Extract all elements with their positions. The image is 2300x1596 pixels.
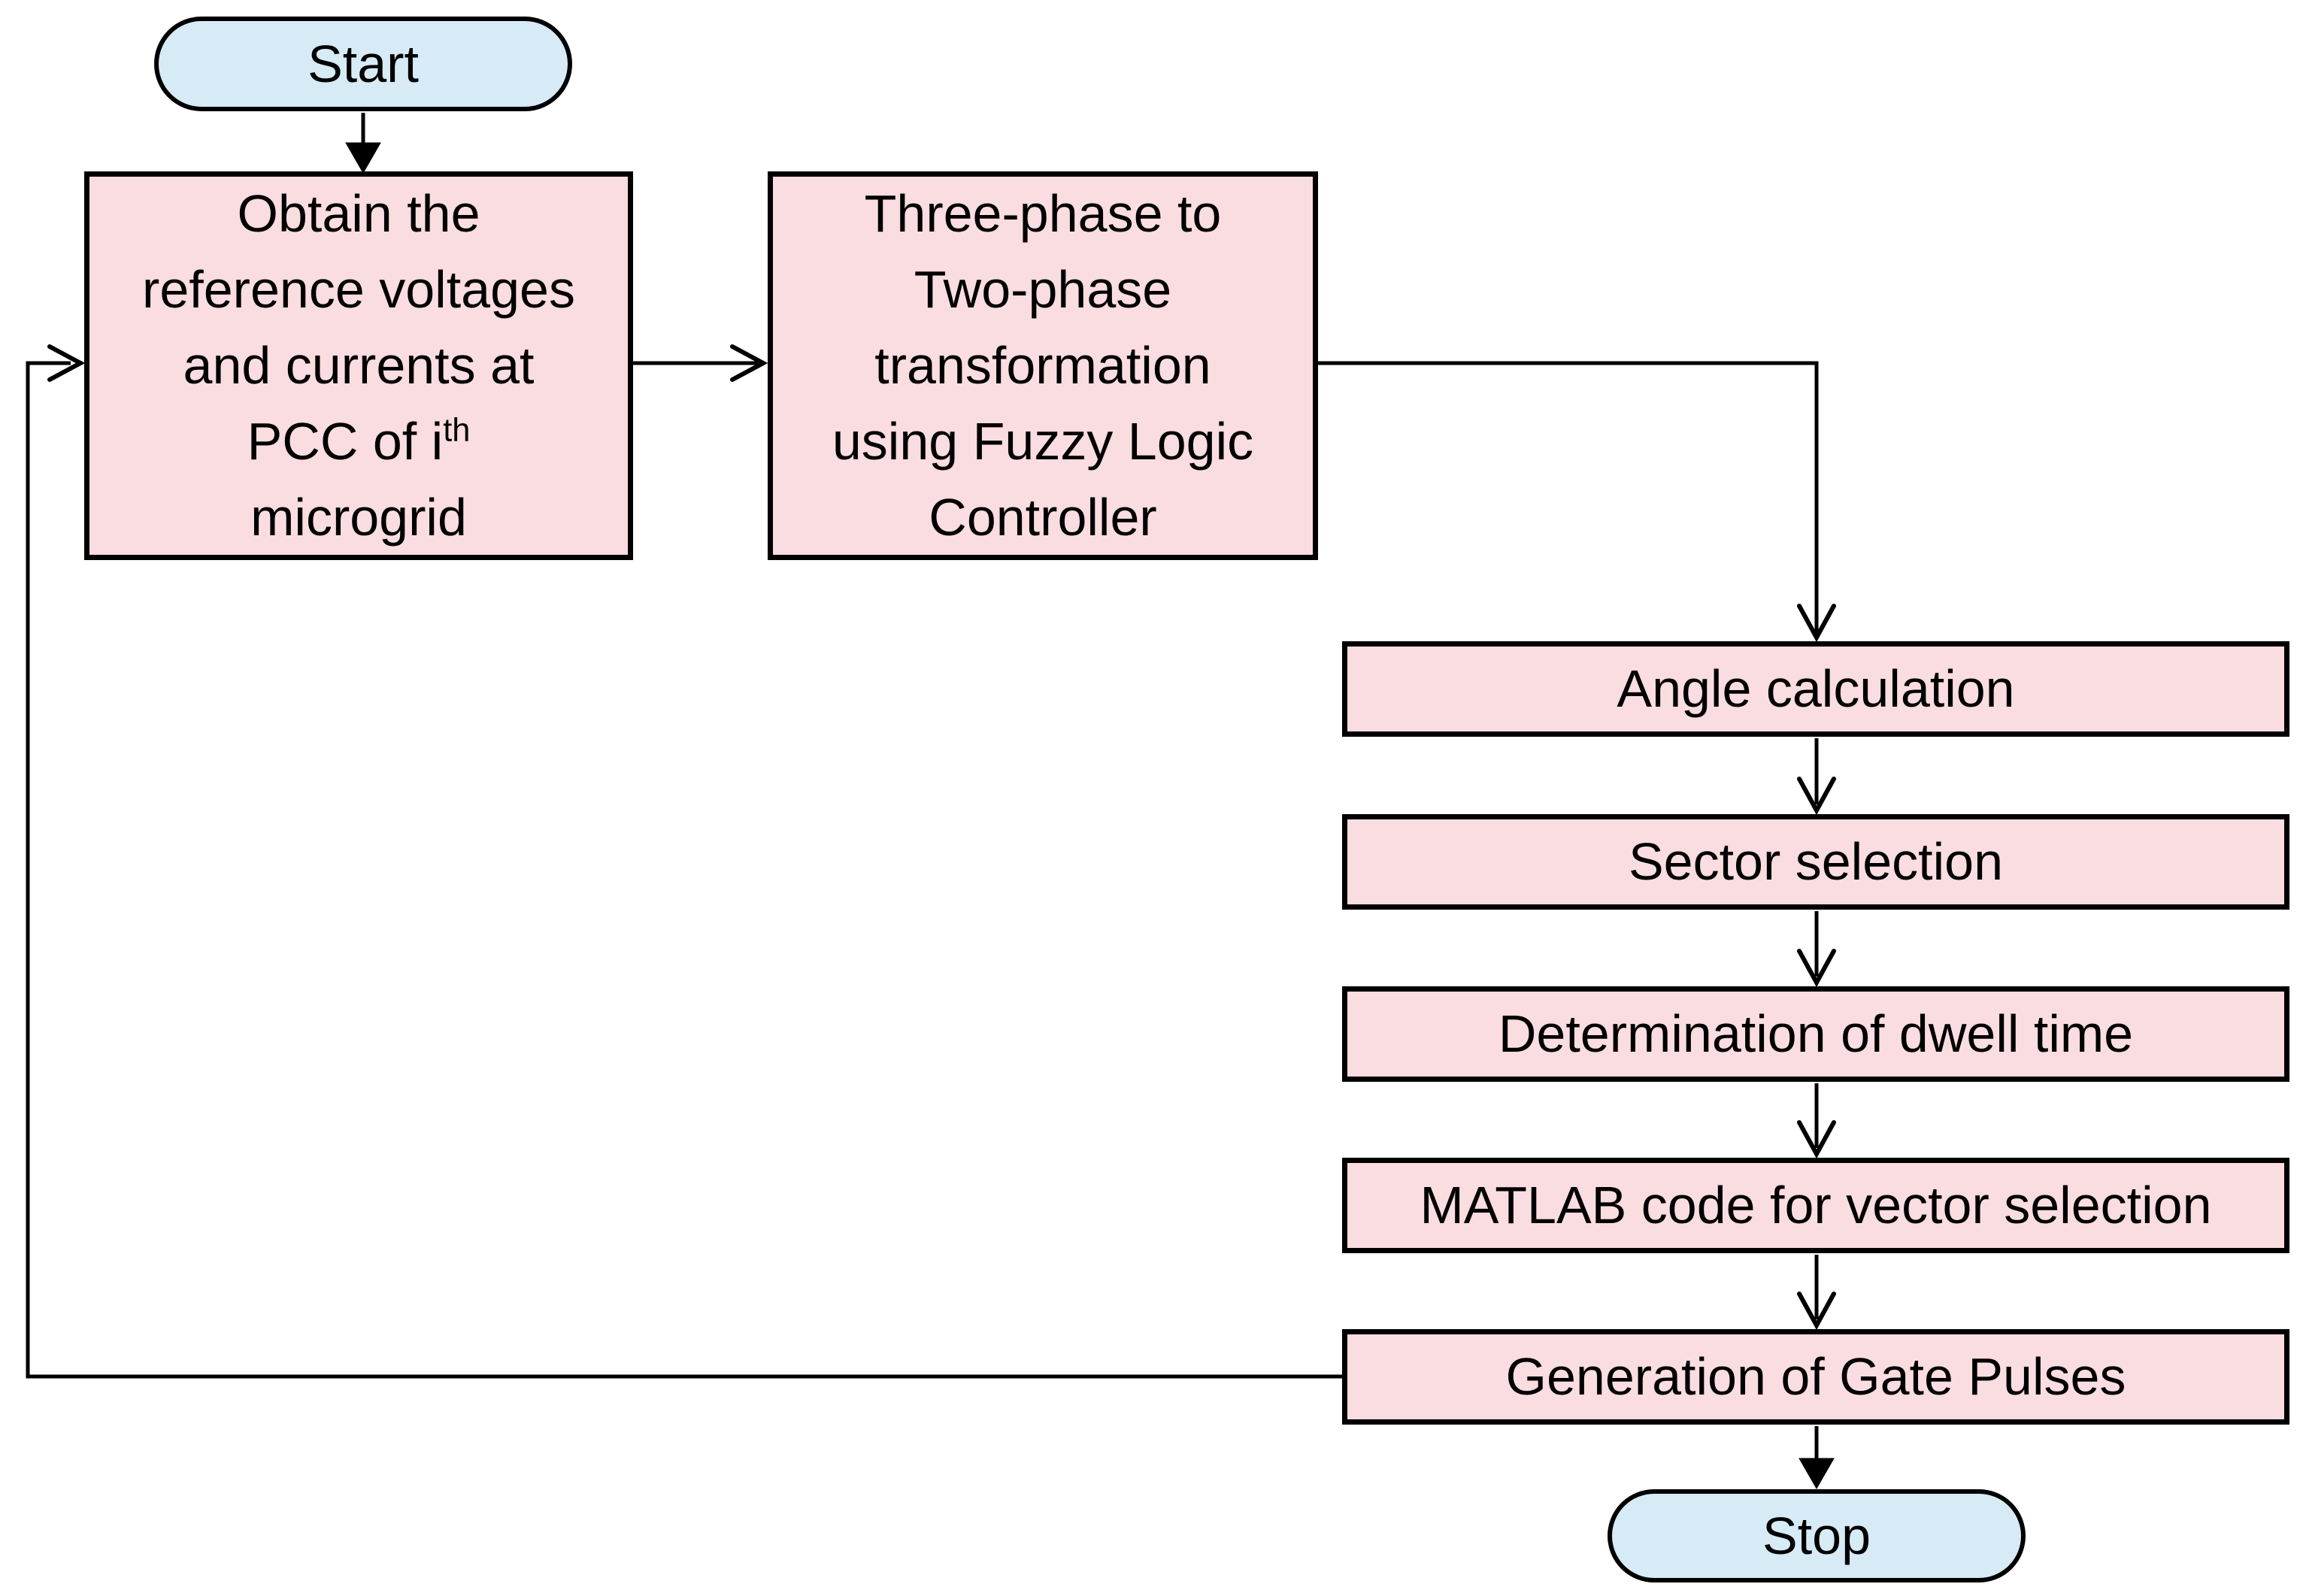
- obtain-line-4-superscript: th: [443, 412, 471, 449]
- obtain-line-2: reference voltages: [142, 260, 575, 319]
- stop-label: Stop: [1762, 1506, 1871, 1565]
- arrow-gate-to-obtain-feedback-head: [47, 344, 86, 382]
- arrow-dwell-to-matlab-head: [1797, 1120, 1836, 1159]
- sector-label: Sector selection: [1628, 832, 2004, 891]
- phase-transformation-process: Three-phase to Two-phase transformation …: [768, 171, 1318, 560]
- arrow-transform-to-angle-head: [1797, 604, 1836, 643]
- arrow-start-to-obtain-head: [345, 142, 381, 174]
- arrow-matlab-to-gate-head: [1797, 1292, 1836, 1331]
- obtain-line-1: Obtain the: [237, 184, 480, 243]
- arrow-transform-to-angle-stem: [1318, 361, 1819, 634]
- start-terminal: Start: [154, 17, 572, 111]
- obtain-line-4-text: PCC of i: [247, 412, 444, 471]
- angle-label: Angle calculation: [1617, 659, 2015, 718]
- arrow-gate-to-obtain-feedback-stem: [26, 361, 1342, 1379]
- gate-label: Generation of Gate Pulses: [1505, 1347, 2126, 1406]
- obtain-line-5: microgrid: [250, 488, 467, 547]
- stop-terminal: Stop: [1608, 1489, 2026, 1582]
- start-label: Start: [308, 34, 419, 93]
- transform-line-5: Controller: [929, 488, 1157, 547]
- sector-selection-process: Sector selection: [1342, 814, 2289, 910]
- transform-line-2: Two-phase: [914, 260, 1172, 319]
- arrow-angle-to-sector-head: [1797, 777, 1836, 816]
- transform-line-3: transformation: [874, 336, 1211, 395]
- gate-pulses-process: Generation of Gate Pulses: [1342, 1329, 2289, 1425]
- angle-calculation-process: Angle calculation: [1342, 641, 2289, 737]
- obtain-line-4: PCC of ith: [247, 404, 471, 480]
- transform-line-4: using Fuzzy Logic: [832, 412, 1254, 471]
- arrow-gate-to-stop-head: [1798, 1458, 1835, 1490]
- matlab-vector-selection-process: MATLAB code for vector selection: [1342, 1158, 2289, 1253]
- transform-line-1: Three-phase to: [864, 184, 1222, 243]
- dwell-time-process: Determination of dwell time: [1342, 986, 2289, 1082]
- dwell-label: Determination of dwell time: [1498, 1004, 2134, 1063]
- matlab-label: MATLAB code for vector selection: [1420, 1176, 2212, 1234]
- arrow-sector-to-dwell-head: [1797, 949, 1836, 988]
- obtain-line-3: and currents at: [183, 336, 535, 395]
- arrow-obtain-to-transform-head: [730, 344, 768, 382]
- obtain-reference-process: Obtain the reference voltages and curren…: [84, 171, 633, 560]
